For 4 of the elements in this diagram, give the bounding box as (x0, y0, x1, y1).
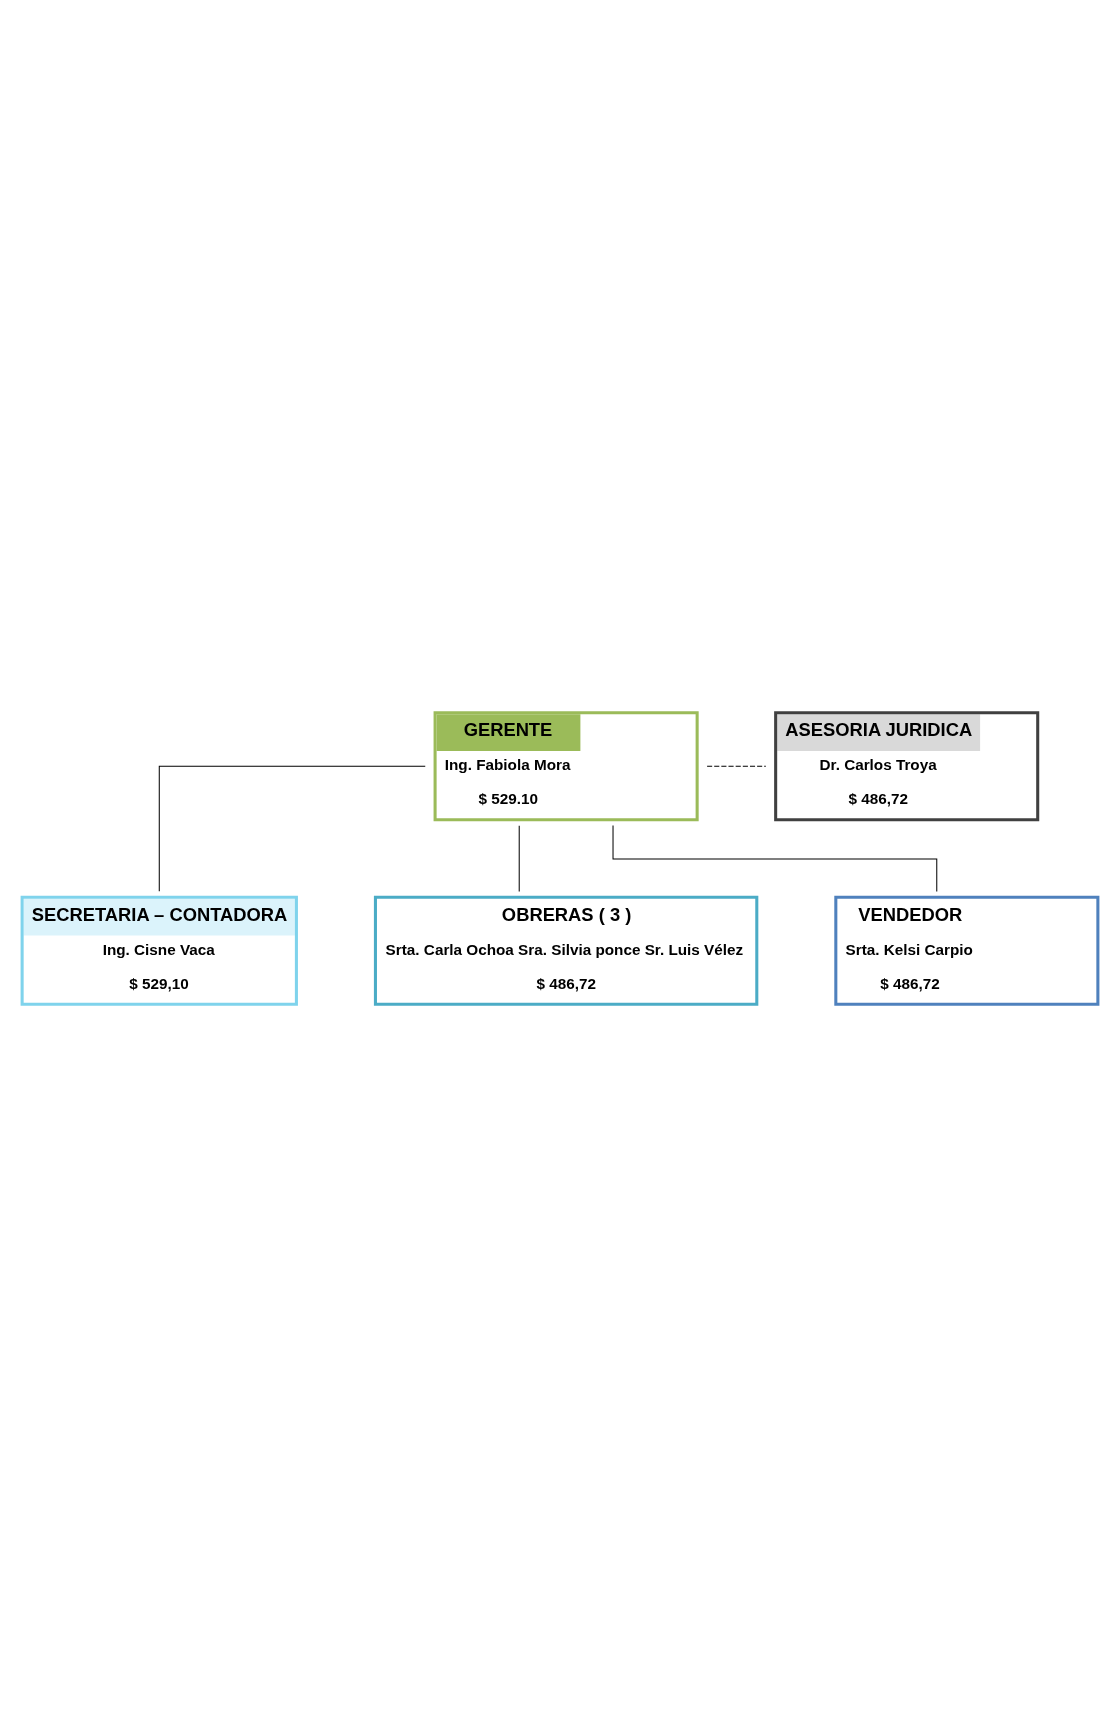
connector (612, 825, 938, 893)
connector (158, 765, 426, 892)
connector (518, 825, 520, 892)
connector (706, 765, 767, 767)
